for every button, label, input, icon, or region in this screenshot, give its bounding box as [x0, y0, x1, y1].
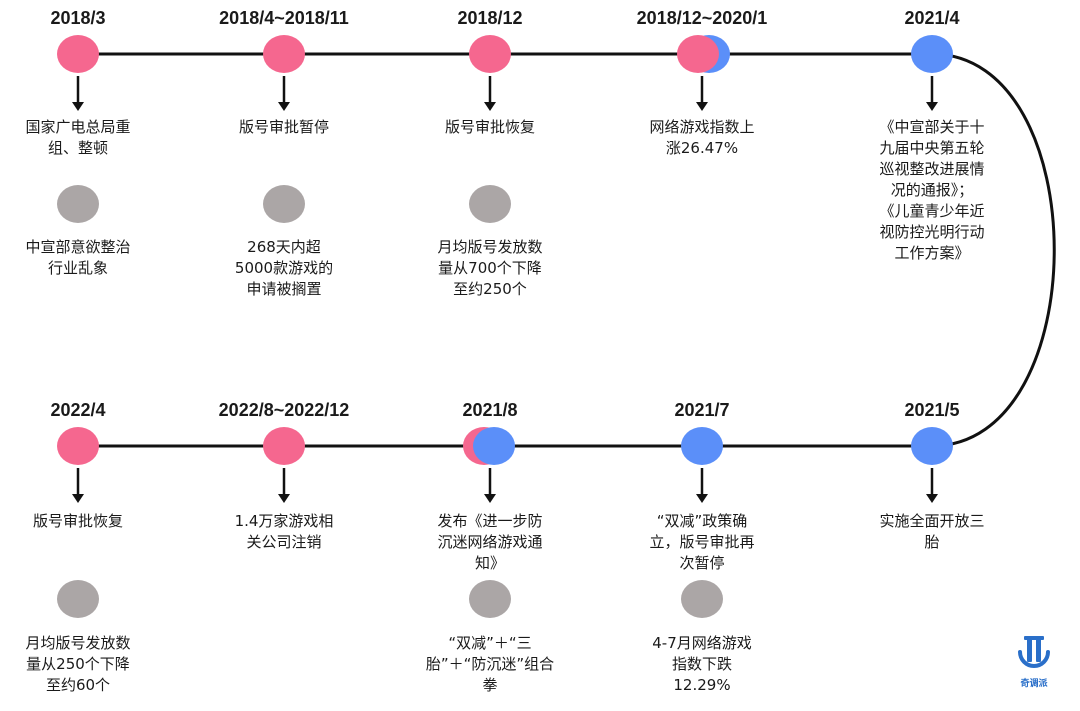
event-text: “双减”政策确 立，版号审批再 次暂停 — [649, 512, 755, 572]
secondary-dot-gray — [57, 580, 99, 618]
arrow-head-icon — [926, 494, 938, 503]
secondary-dot-gray — [57, 185, 99, 223]
timeline-dot-pink — [263, 427, 305, 465]
arrow-head-icon — [72, 494, 84, 503]
event-text: 版号审批暂停 — [238, 118, 329, 136]
event-text: 《中宣部关于十 九届中央第五轮 巡视整改进展情 况的通报》； 《儿童青少年近 视… — [879, 118, 985, 262]
logo-label: 奇调派 — [1020, 679, 1048, 689]
timeline-dot-pink — [57, 35, 99, 73]
event-text: 网络游戏指数上 涨26.47% — [649, 118, 755, 157]
arrow-head-icon — [696, 494, 708, 503]
event-subtext: 268天内超 5000款游戏的 申请被搁置 — [234, 238, 334, 298]
event-date: 2018/4~2018/11 — [219, 8, 349, 28]
event-subtext: “双减”＋“三 胎”＋“防沉迷”组合 拳 — [425, 634, 555, 694]
event-subtext: 月均版号发放数 量从250个下降 至约60个 — [25, 634, 131, 694]
timeline-dot-blue — [911, 35, 953, 73]
secondary-dot-gray — [469, 580, 511, 618]
event-text: 版号审批恢复 — [444, 118, 535, 136]
event-text: 发布《进一步防 沉迷网络游戏通 知》 — [437, 512, 543, 572]
event-date: 2018/12 — [457, 8, 523, 28]
event-subtext: 中宣部意欲整治 行业乱象 — [25, 238, 131, 277]
event-date: 2021/5 — [904, 400, 960, 420]
event-subtext: 4-7月网络游戏 指数下跌 12.29% — [652, 634, 752, 694]
secondary-dot-gray — [263, 185, 305, 223]
event-text: 国家广电总局重 组、整顿 — [25, 118, 131, 157]
pillar-logo-icon — [1018, 636, 1050, 668]
event-date: 2021/8 — [462, 400, 518, 420]
arrow-head-icon — [926, 102, 938, 111]
arrow-head-icon — [696, 102, 708, 111]
timeline-dot-pink — [677, 35, 719, 73]
timeline-connector-curve — [931, 52, 1056, 448]
event-text: 实施全面开放三 胎 — [879, 512, 985, 551]
arrow-head-icon — [72, 102, 84, 111]
event-date: 2018/12~2020/1 — [636, 8, 768, 28]
event-text: 1.4万家游戏相 关公司注销 — [234, 512, 334, 551]
secondary-dot-gray — [469, 185, 511, 223]
timeline-dot-pink — [263, 35, 305, 73]
timeline-dot-pink — [57, 427, 99, 465]
timeline-dot-blue — [681, 427, 723, 465]
secondary-dot-gray — [681, 580, 723, 618]
timeline-dot-pink — [469, 35, 511, 73]
event-date: 2021/7 — [674, 400, 730, 420]
event-date: 2022/4 — [50, 400, 106, 420]
event-date: 2022/8~2022/12 — [218, 400, 350, 420]
event-subtext: 月均版号发放数 量从700个下降 至约250个 — [437, 238, 543, 298]
event-date: 2018/3 — [50, 8, 106, 28]
timeline-dot-blue — [473, 427, 515, 465]
timeline-dot-blue — [911, 427, 953, 465]
brand-logo: 奇调派 — [1004, 630, 1064, 692]
arrow-head-icon — [484, 102, 496, 111]
event-text: 版号审批恢复 — [32, 512, 123, 530]
event-date: 2021/4 — [904, 8, 960, 28]
arrow-head-icon — [484, 494, 496, 503]
arrow-head-icon — [278, 102, 290, 111]
arrow-head-icon — [278, 494, 290, 503]
